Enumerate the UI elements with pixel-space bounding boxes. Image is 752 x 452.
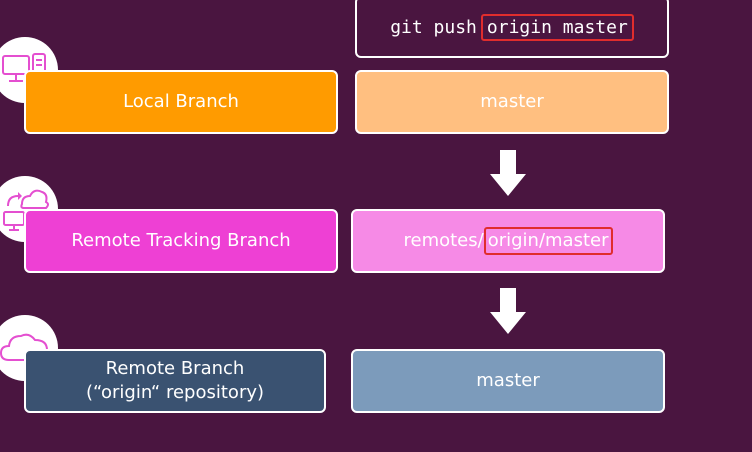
remote-tracking-branch-value: remotes/origin/master — [351, 209, 665, 273]
remote-tracking-branch-label: Remote Tracking Branch — [24, 209, 338, 273]
computer-icon — [2, 53, 46, 83]
remote-branch-text: Remote Branch — [105, 358, 245, 379]
command-prefix: git push — [390, 16, 477, 38]
local-branch-text: Local Branch — [123, 91, 239, 112]
arrow-down-icon — [490, 288, 526, 334]
remote-tracking-highlight: origin/master — [483, 227, 613, 255]
remote-branch-subtext: (“origin“ repository) — [85, 382, 265, 403]
arrow-down-icon — [490, 150, 526, 196]
git-command-box: git push origin master — [355, 0, 669, 58]
remote-tracking-branch-text: Remote Tracking Branch — [71, 230, 291, 251]
remote-branch-value: master — [351, 349, 665, 413]
command-highlight: origin master — [480, 13, 634, 41]
local-branch-label: Local Branch — [24, 70, 338, 134]
remote-branch-value-text: master — [476, 370, 540, 391]
remote-branch-label: Remote Branch (“origin“ repository) — [24, 349, 326, 413]
remote-tracking-prefix: remotes/ — [403, 230, 484, 251]
local-branch-value: master — [355, 70, 669, 134]
local-branch-value-text: master — [480, 91, 544, 112]
